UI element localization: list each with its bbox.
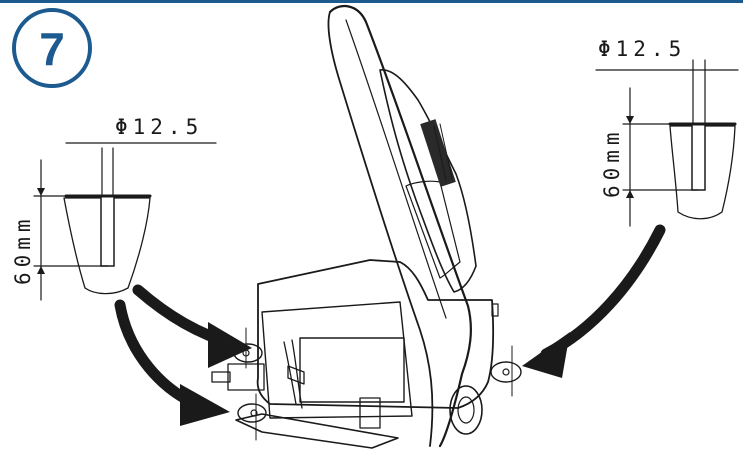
frame-arc-outer	[328, 4, 472, 448]
left-drill-hole	[100, 195, 115, 267]
top-rule	[0, 0, 743, 3]
right-hole-detail: Φ12.5 60mm	[595, 37, 739, 227]
left-mount-upper	[233, 327, 263, 369]
step-circle	[12, 8, 92, 88]
arrows	[114, 224, 666, 426]
motor-block	[299, 337, 405, 403]
console-display	[420, 119, 456, 187]
bike-frame	[211, 4, 522, 449]
rear-wheel	[449, 385, 483, 435]
right-mount	[490, 345, 522, 397]
left-mount-lower	[237, 393, 267, 441]
base-housing	[256, 259, 495, 409]
frame-arc-inner	[327, 11, 434, 447]
step-number: 7	[39, 23, 65, 75]
arrow-right	[540, 224, 666, 360]
right-drill-hole	[691, 123, 706, 191]
arrow-left-lower-head	[180, 384, 230, 426]
console-panel	[379, 69, 477, 293]
arrow-right-head	[522, 332, 570, 378]
arrow-left-upper-head	[208, 322, 252, 368]
left-depth-label: 60mm	[11, 214, 35, 285]
left-diameter-label: Φ12.5	[115, 115, 203, 139]
right-depth-label: 60mm	[600, 127, 624, 198]
left-hole-detail: Φ12.5 60mm	[11, 115, 217, 301]
right-diameter-label: Φ12.5	[598, 37, 686, 61]
step-badge: 7	[12, 8, 92, 88]
